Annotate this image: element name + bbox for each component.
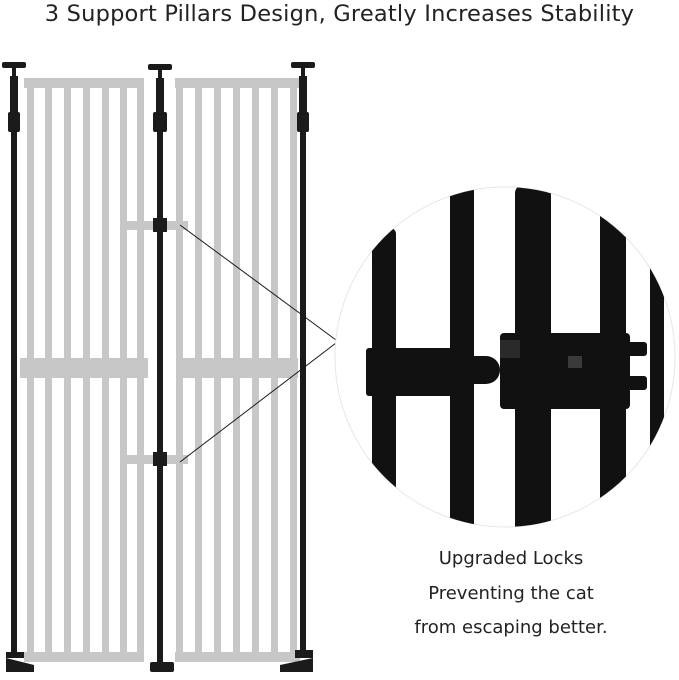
headline: 3 Support Pillars Design, Greatly Increa… bbox=[44, 1, 635, 27]
support-pillar-right bbox=[280, 62, 315, 672]
caption-line-2: Preventing the cat bbox=[428, 582, 594, 604]
caption-line-3: from escaping better. bbox=[414, 617, 608, 638]
support-pillar-middle bbox=[148, 64, 174, 672]
support-pillar-left bbox=[2, 62, 34, 672]
right-gate-panel bbox=[166, 78, 300, 662]
lock-zoom-detail bbox=[334, 186, 676, 528]
lock-feature-caption: Upgraded Locks Preventing the cat from e… bbox=[375, 542, 647, 646]
left-gate-panel bbox=[20, 78, 160, 662]
zoom-connector-lines bbox=[179, 224, 337, 463]
caption-line-1: Upgraded Locks bbox=[438, 548, 584, 569]
